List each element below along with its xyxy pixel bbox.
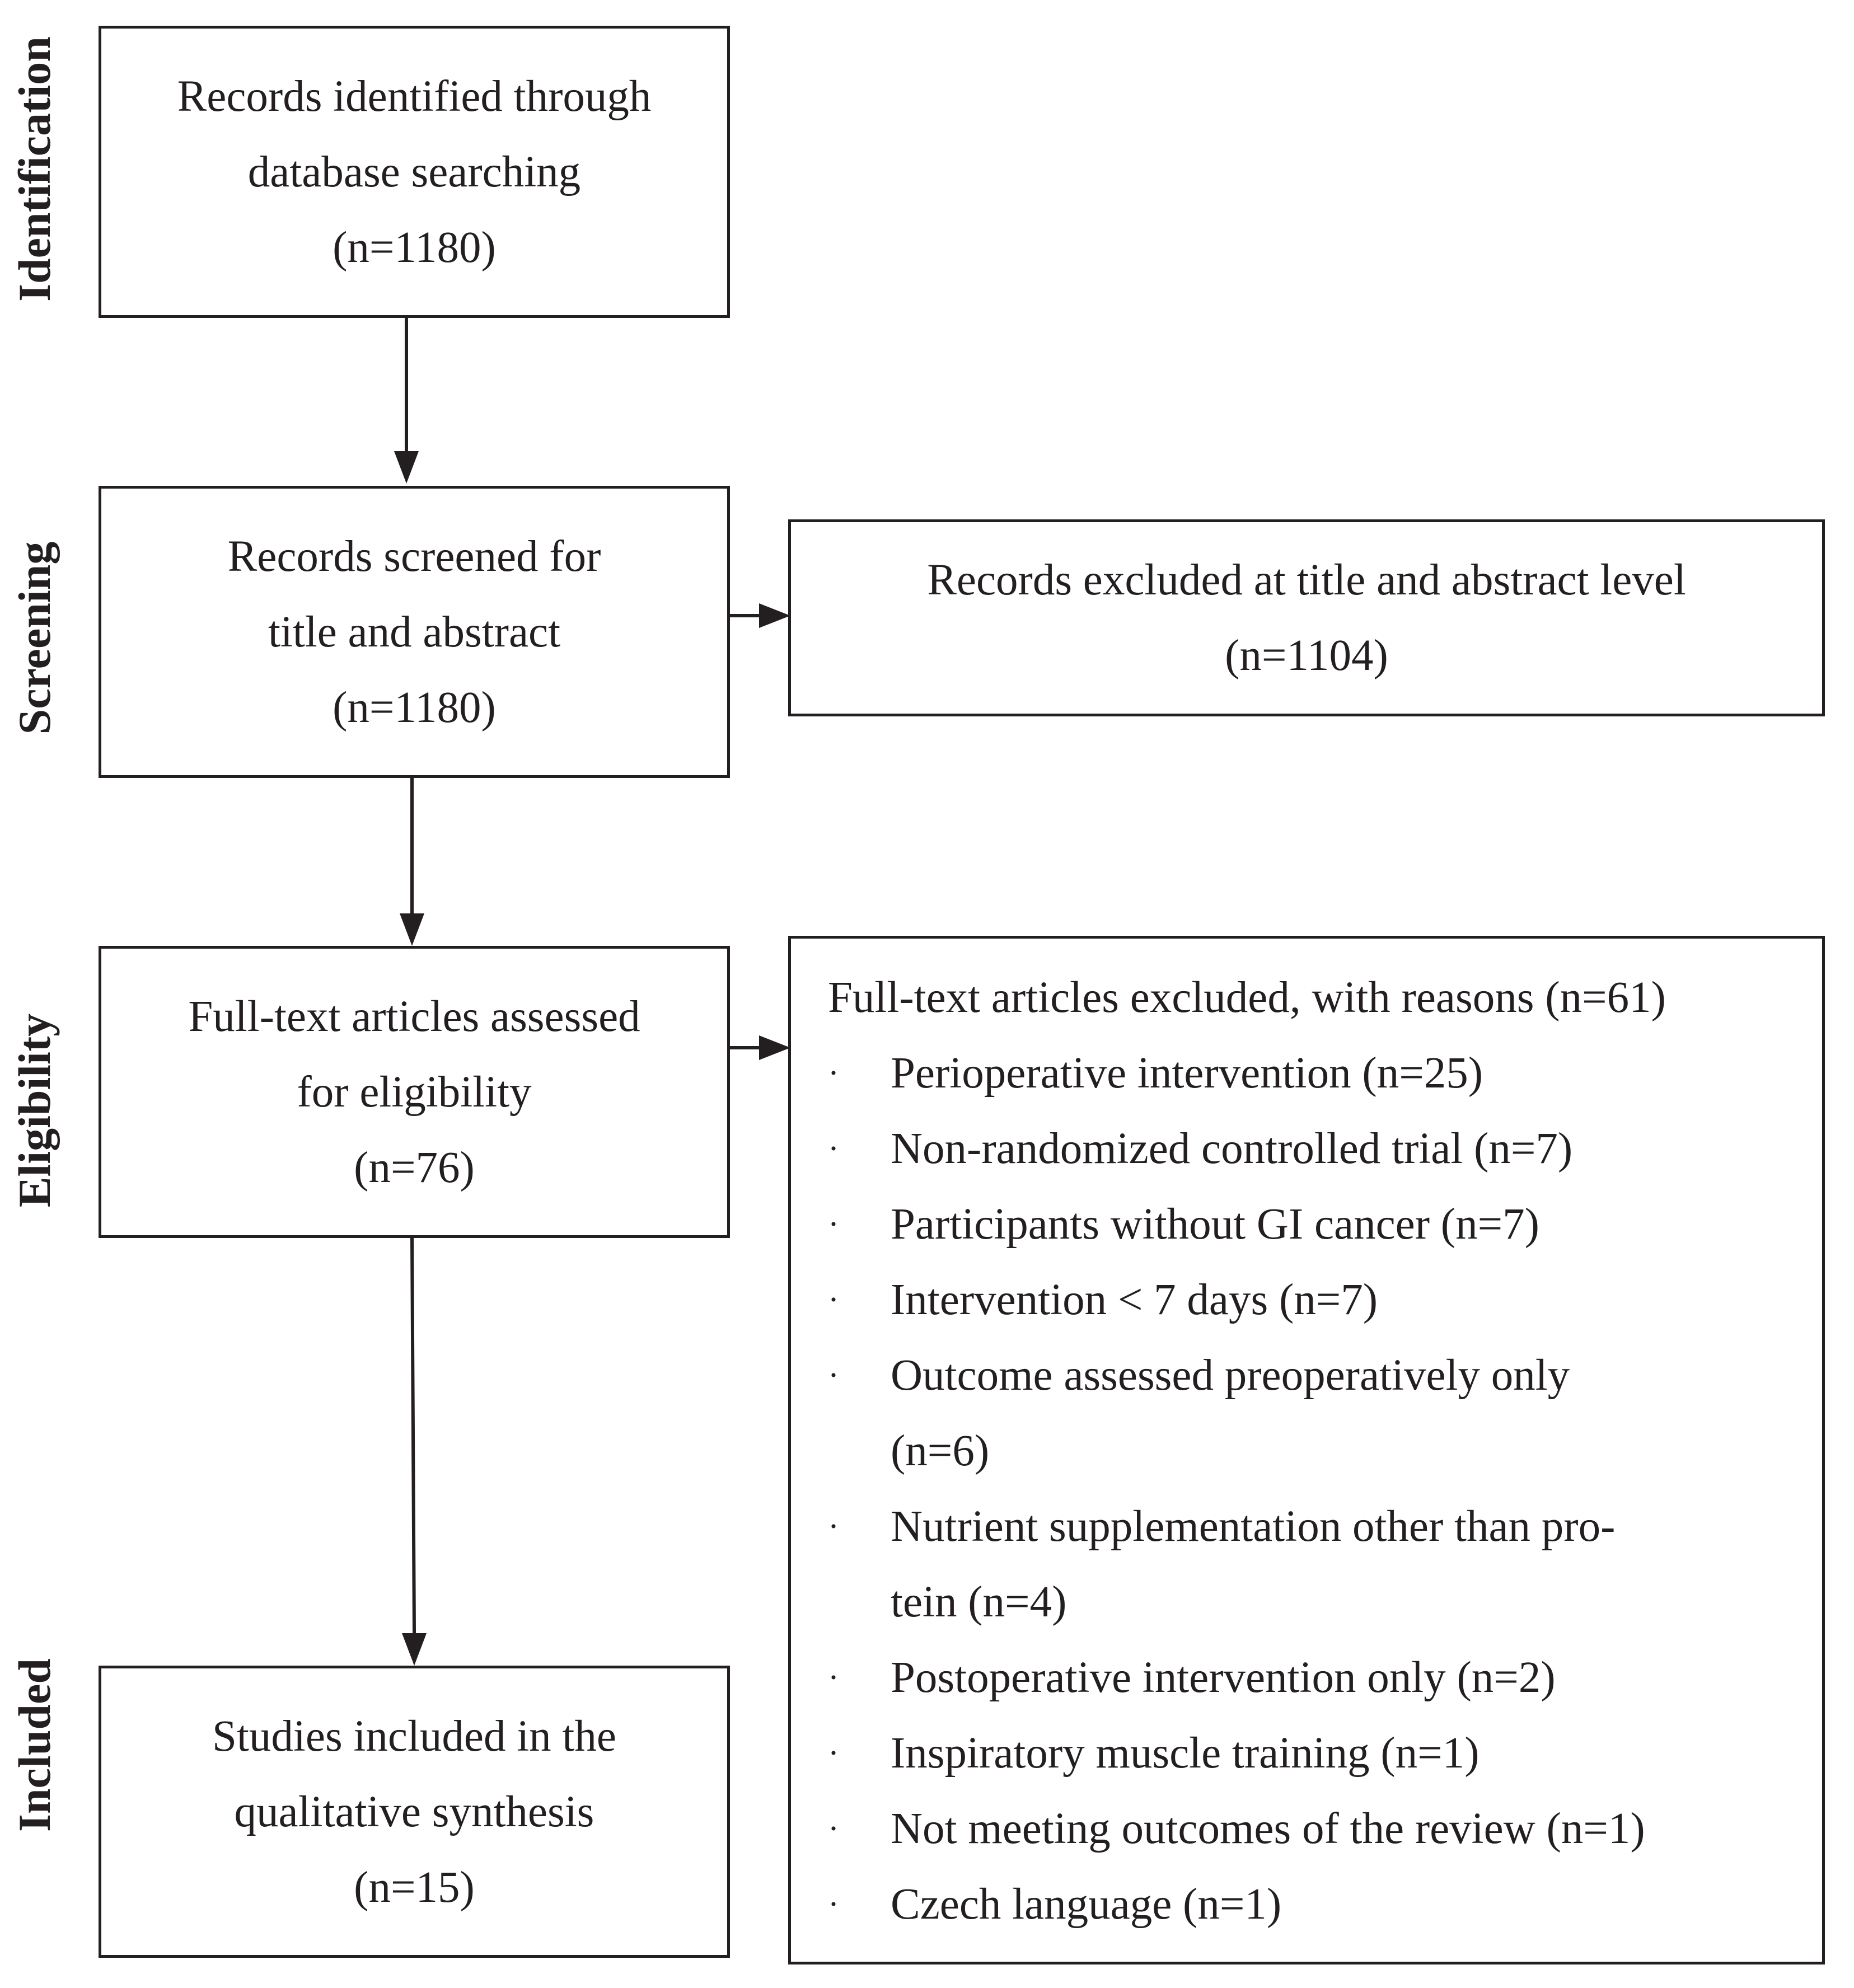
exclusion-reason-item: · Non-randomized controlled trial (n=7) [791,1111,1797,1187]
bullet-icon: · [828,1886,839,1923]
box-studies-included-count: (n=15) [354,1863,475,1912]
exclusion-reason-item: · Not meeting outcomes of the review (n=1… [791,1791,1797,1867]
exclusion-reason-text: Inspiratory muscle training (n=1) [891,1729,1480,1778]
bullet-icon: · [828,1281,839,1318]
box-studies-included-line2: qualitative synthesis [234,1787,594,1836]
box-fulltext-assessed-line1: Full-text articles assessed [188,992,640,1041]
box-records-screened-line1: Records screened for [227,532,601,581]
exclusion-reason-text: Nutrient supplementation other than pro- [891,1502,1616,1551]
box-records-identified-count: (n=1180) [333,223,496,272]
arrowhead-screened-to-fulltext [400,913,424,946]
box-fulltext-assessed-line2: for eligibility [297,1067,532,1117]
exclusion-reason-item: · Participants without GI cancer (n=7) [791,1187,1797,1262]
box-studies-included-line1: Studies included in the [212,1712,616,1761]
exclusion-reason-item: · Perioperative intervention (n=25) [791,1035,1797,1111]
exclusion-reason-text: Postoperative intervention only (n=2) [891,1653,1556,1702]
exclusion-reason-text: Non-randomized controlled trial (n=7) [891,1124,1573,1173]
exclusion-reason-item: · Outcome assessed preoperatively only (n=… [791,1338,1797,1489]
box-records-screened-count: (n=1180) [333,683,496,732]
box-fulltext-assessed-count: (n=76) [354,1143,475,1192]
box-records-identified-line1: Records identified through [177,72,652,121]
exclusion-reason-text: Intervention < 7 days (n=7) [891,1276,1378,1324]
bullet-icon: · [828,1357,839,1394]
bullet-icon: · [828,1206,839,1242]
bullet-icon: · [828,1130,839,1167]
arrowhead-fulltext-to-excluded [759,1035,790,1060]
exclusion-reason-text: Outcome assessed preoperatively only [891,1351,1570,1400]
exclusion-reason-item: · Inspiratory muscle training (n=1) [791,1715,1797,1791]
bullet-icon: · [828,1810,839,1847]
box-fulltext-excluded-heading: Full-text articles excluded, with reason… [828,973,1666,1022]
arrowhead-screened-to-excluded [759,603,790,628]
exclusion-reason-text: Perioperative intervention (n=25) [891,1049,1483,1098]
box-records-excluded-count: (n=1104) [1225,631,1388,680]
box-records-screened: Records screened for title and abstract … [99,486,730,778]
box-fulltext-excluded: Full-text articles excluded, with reason… [788,936,1825,1964]
exclusion-reason-text: tein (n=4) [891,1578,1067,1626]
exclusion-reason-text: (n=6) [891,1427,990,1475]
bullet-icon: · [828,1508,839,1545]
exclusion-reason-text: Czech language (n=1) [891,1880,1282,1929]
exclusion-reason-item: · Postoperative intervention only (n=2) [791,1640,1797,1715]
box-records-excluded-line1: Records excluded at title and abstract l… [927,556,1686,604]
box-records-identified: Records identified through database sear… [99,26,730,318]
box-records-screened-line2: title and abstract [268,607,561,657]
box-studies-included: Studies included in the qualitative synt… [99,1666,730,1958]
arrow-fulltext-to-included [410,1236,416,1634]
box-records-identified-line2: database searching [247,147,581,196]
bullet-icon: · [828,1054,839,1091]
exclusion-reason-item: · Czech language (n=1) [791,1867,1797,1942]
bullet-icon: · [828,1659,839,1696]
exclusion-reason-item: · Intervention < 7 days (n=7) [791,1262,1797,1338]
bullet-icon: · [828,1734,839,1771]
box-fulltext-assessed: Full-text articles assessed for eligibil… [99,946,730,1238]
box-records-excluded: Records excluded at title and abstract l… [788,519,1825,716]
exclusion-reason-item: · Nutrient supplementation other than pro… [791,1489,1797,1640]
arrowhead-identified-to-screened [394,451,419,484]
arrowhead-fulltext-to-included [402,1633,427,1666]
exclusion-reason-text: Not meeting outcomes of the review (n=1) [891,1804,1645,1853]
exclusion-reason-list: · Perioperative intervention (n=25) · Non-r… [791,1035,1797,1942]
exclusion-reason-text: Participants without GI cancer (n=7) [891,1200,1539,1249]
